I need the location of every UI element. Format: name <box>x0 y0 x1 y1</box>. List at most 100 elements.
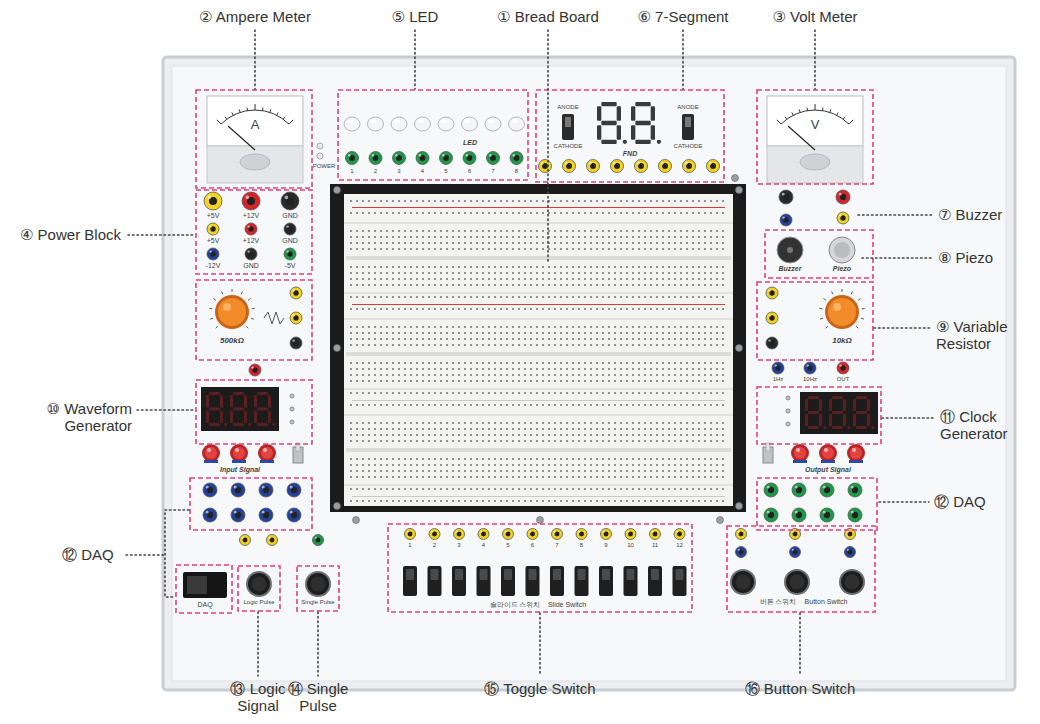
decimal-point <box>871 426 874 429</box>
jack <box>611 160 624 173</box>
jack-shine <box>589 162 592 165</box>
jack-hole <box>769 290 774 295</box>
rail-holes <box>350 198 727 204</box>
segment <box>856 396 867 399</box>
leader-line <box>874 327 931 329</box>
knob-tick <box>251 318 254 320</box>
slide-switch <box>452 566 466 596</box>
piezo <box>829 237 855 263</box>
jack-shine <box>774 364 776 366</box>
jack-hole <box>555 532 560 537</box>
panel-frame <box>163 57 1015 690</box>
signal-knob-base <box>260 460 274 463</box>
jack-shine <box>262 486 265 489</box>
push-button-ring <box>839 569 865 595</box>
decimal-point <box>847 426 850 429</box>
push-button <box>248 573 270 595</box>
meter-tick <box>822 108 823 111</box>
knob-tick <box>232 289 233 292</box>
decimal-point <box>272 423 275 426</box>
callout-region <box>757 90 873 184</box>
jack-hole <box>793 532 798 537</box>
jack-shine <box>206 486 209 489</box>
knob-rim <box>825 295 859 329</box>
knob-tick <box>851 292 852 295</box>
jack <box>290 287 302 299</box>
indicator <box>290 407 294 411</box>
jack-hole <box>443 155 449 161</box>
jack-shine <box>738 549 740 551</box>
terminal-holes <box>350 226 727 254</box>
callout-region <box>196 380 312 444</box>
panel-marking: GND <box>243 262 259 270</box>
knob-shine <box>223 303 231 311</box>
jack <box>284 223 296 235</box>
led-shine <box>488 119 494 123</box>
jack <box>429 529 440 540</box>
segment <box>220 395 223 407</box>
screw <box>717 517 724 524</box>
board-divider <box>344 389 733 390</box>
jack <box>766 337 778 349</box>
jack-shine <box>839 214 841 216</box>
jack-shine <box>685 162 688 165</box>
display <box>201 387 279 431</box>
segment <box>206 395 209 407</box>
leader-line <box>882 417 935 419</box>
rail-line <box>352 207 725 208</box>
jack <box>259 508 273 522</box>
jack <box>242 192 260 210</box>
slide-switch-knob <box>455 569 463 580</box>
jack <box>707 160 720 173</box>
jack-shine <box>578 531 580 533</box>
rail-holes <box>350 391 727 397</box>
segment <box>257 407 268 410</box>
panel-marking: 7 <box>491 168 494 175</box>
jack-shine <box>676 531 678 533</box>
jack-shine <box>262 511 265 514</box>
segment <box>635 121 650 125</box>
push-button-top <box>311 577 326 592</box>
jack-hole <box>210 226 215 231</box>
buzzer <box>777 237 803 263</box>
callout-label: ⑬ Logic Signal <box>222 680 294 715</box>
segment <box>597 125 601 140</box>
jack <box>736 529 747 540</box>
jack-shine <box>782 216 784 218</box>
push-button-ring <box>246 571 272 597</box>
signal-knob <box>791 444 809 462</box>
callout-region <box>388 524 692 612</box>
knob-tick <box>216 326 218 328</box>
leader-line <box>137 409 195 411</box>
segment <box>808 396 819 399</box>
knob-tick <box>856 326 858 328</box>
jack <box>848 483 862 497</box>
jack-shine <box>456 531 458 533</box>
panel-marking: 2 <box>433 542 436 549</box>
segment <box>843 414 846 426</box>
jack-shine <box>442 154 445 157</box>
led-shine <box>512 119 518 123</box>
board-divider <box>344 223 733 224</box>
jack-hole <box>506 532 511 537</box>
jack-hole <box>769 340 774 345</box>
jack-shine <box>823 486 826 489</box>
leader-line <box>682 30 684 89</box>
jack <box>736 547 747 558</box>
panel-marking: 10kΩ <box>832 336 852 345</box>
jack-hole <box>349 155 355 161</box>
led <box>462 117 478 131</box>
callout-label: ⑧ Piezo <box>938 249 993 266</box>
panel-marking: Buzzer <box>779 265 802 273</box>
jack <box>539 160 552 173</box>
signal-knob <box>202 444 220 462</box>
terminal-holes <box>350 454 727 482</box>
jack <box>454 529 465 540</box>
jack-hole <box>604 532 609 537</box>
panel-marking: Single Pulse <box>301 599 334 606</box>
jack-shine <box>505 531 507 533</box>
panel-marking: 10 <box>627 542 634 549</box>
jack <box>766 287 778 299</box>
panel-marking: 3 <box>397 168 400 175</box>
